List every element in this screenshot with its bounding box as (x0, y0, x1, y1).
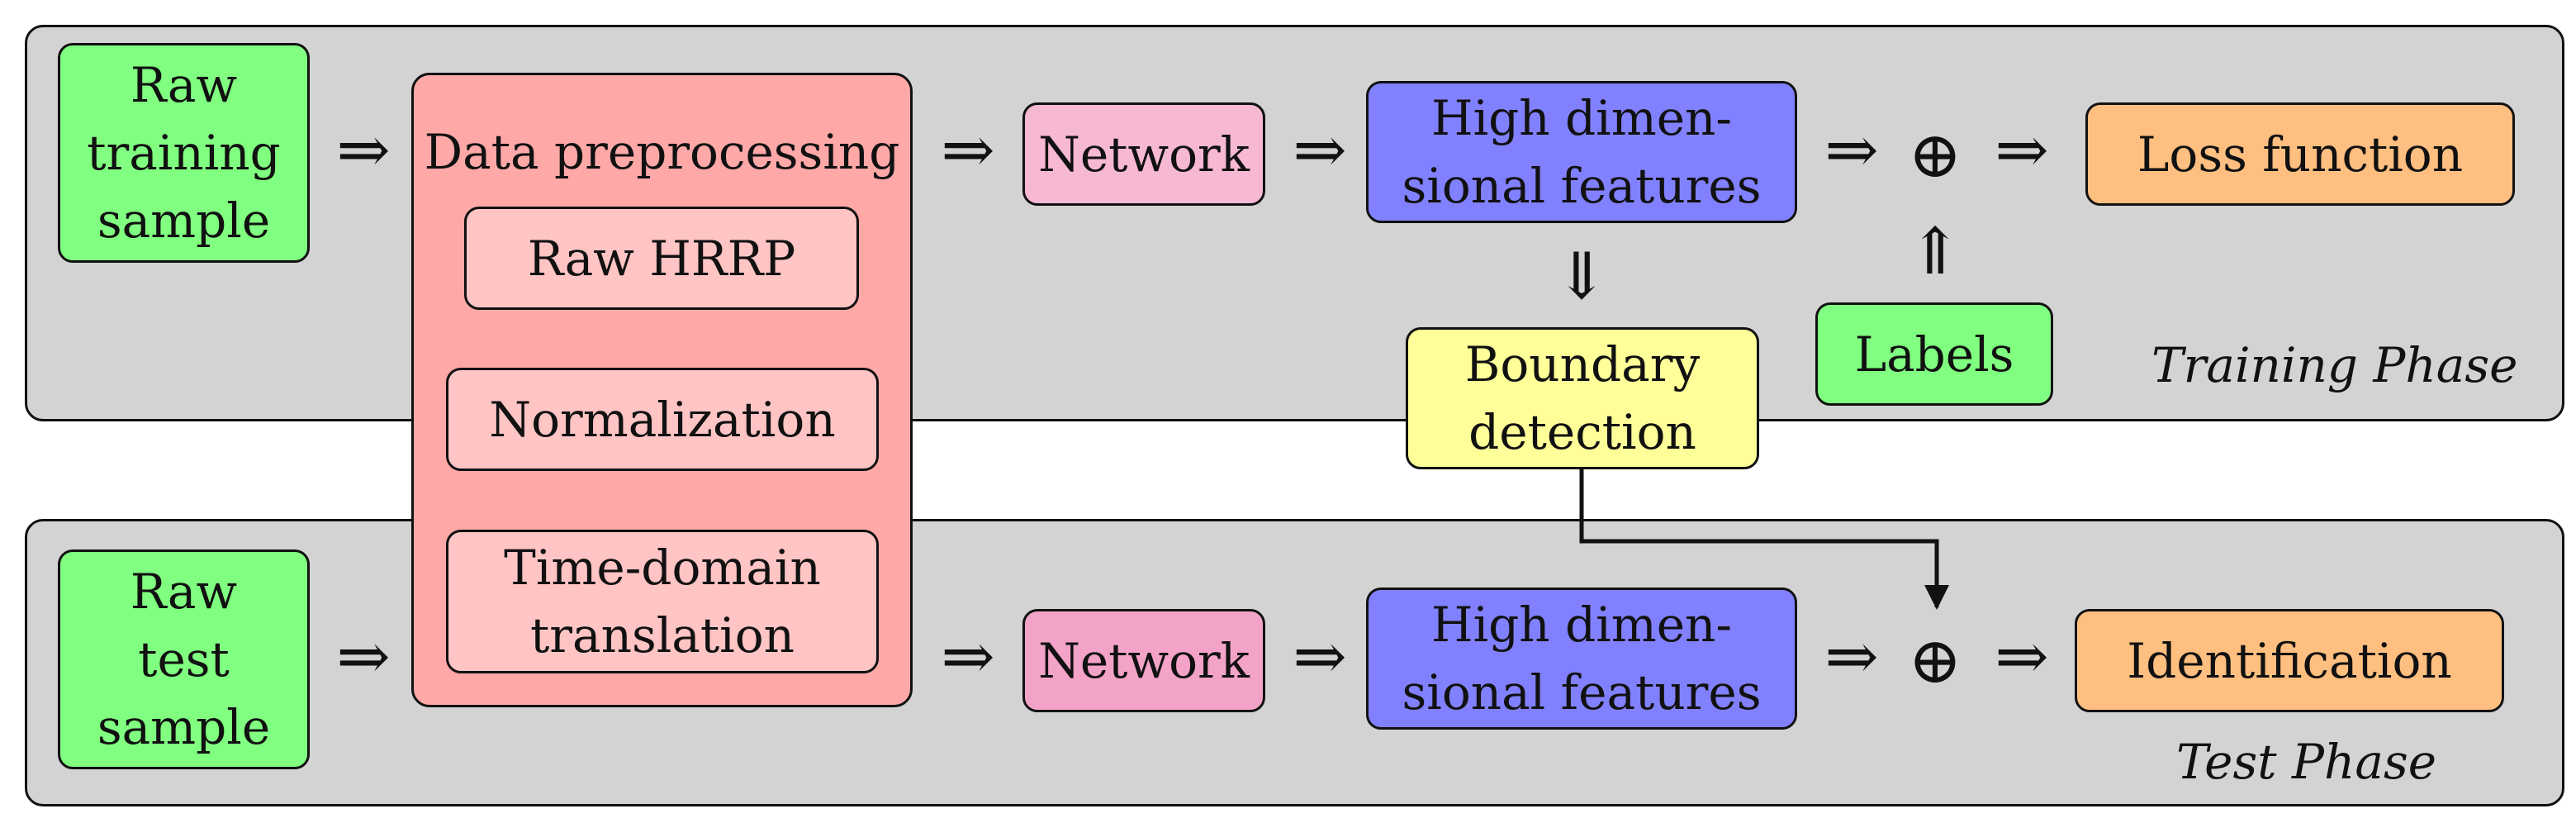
node-text: Loss function (2137, 126, 2464, 183)
node-text: Raw HRRP (527, 230, 796, 287)
time-domain-translation-box: Time-domain translation (446, 530, 879, 673)
node-text: sional features (1402, 664, 1762, 721)
identification-box: Identification (2075, 609, 2504, 712)
node-text: Raw (130, 57, 238, 113)
node-text: test (138, 631, 230, 687)
node-text: translation (530, 607, 795, 664)
implies-down-arrow: ⇓ (1554, 240, 1609, 314)
raw-training-sample-box: Raw training sample (58, 43, 310, 263)
node-text: Network (1038, 632, 1250, 689)
training-phase-label: Training Phase (2151, 337, 2518, 393)
data-preprocessing-title: Data preprocessing (424, 124, 900, 180)
implies-arrow: ⇒ (336, 113, 391, 188)
network-box-training: Network (1022, 102, 1265, 206)
node-text: sample (97, 193, 271, 249)
node-text: Raw (130, 564, 238, 620)
node-text: detection (1468, 404, 1696, 460)
test-phase-label: Test Phase (2176, 734, 2437, 790)
arrow-boundary-to-test-oplus (1579, 469, 1949, 610)
implies-arrow: ⇒ (1293, 113, 1347, 188)
implies-arrow: ⇒ (1293, 620, 1347, 694)
node-text: sample (97, 699, 271, 755)
node-text: Identification (2127, 632, 2452, 689)
implies-arrow: ⇒ (1824, 620, 1879, 694)
node-text: Time-domain (504, 540, 821, 596)
implies-up-arrow: ⇑ (1908, 215, 1962, 289)
oplus-symbol-training: ⊕ (1908, 118, 1962, 193)
node-text: Normalization (489, 391, 836, 448)
oplus-symbol-test: ⊕ (1908, 624, 1962, 698)
implies-arrow: ⇒ (1824, 113, 1879, 188)
node-text: sional features (1402, 158, 1762, 214)
node-text: High dimen- (1430, 597, 1732, 653)
node-text: High dimen- (1430, 90, 1732, 146)
implies-arrow: ⇒ (941, 113, 995, 188)
node-text: Network (1038, 126, 1250, 183)
features-box-training: High dimen- sional features (1366, 81, 1797, 223)
raw-test-sample-box: Raw test sample (58, 549, 310, 769)
implies-arrow: ⇒ (1995, 113, 2049, 188)
labels-box: Labels (1815, 302, 2053, 406)
node-text: training (87, 125, 281, 181)
network-box-test: Network (1022, 609, 1265, 712)
raw-hrrp-box: Raw HRRP (464, 207, 859, 310)
loss-function-box: Loss function (2085, 102, 2515, 206)
features-box-test: High dimen- sional features (1366, 588, 1797, 730)
node-text: Boundary (1464, 336, 1701, 392)
node-text: Labels (1854, 326, 2014, 383)
implies-arrow: ⇒ (336, 620, 391, 694)
boundary-detection-box: Boundary detection (1406, 327, 1759, 469)
normalization-box: Normalization (446, 368, 879, 471)
implies-arrow: ⇒ (1995, 620, 2049, 694)
implies-arrow: ⇒ (941, 620, 995, 694)
